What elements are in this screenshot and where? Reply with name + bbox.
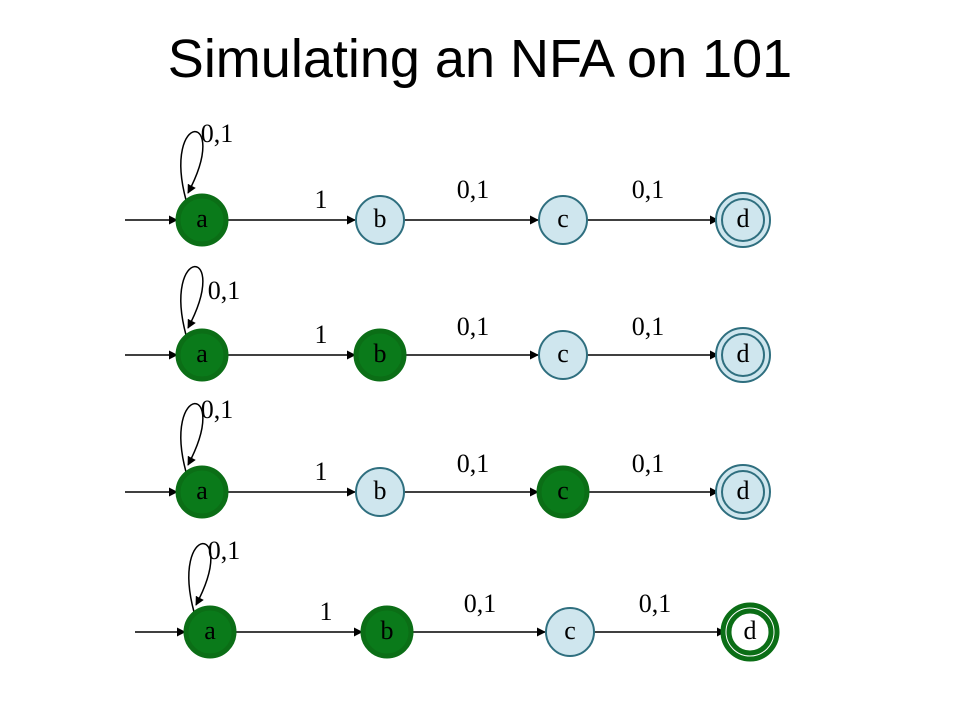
state-circle	[183, 605, 237, 659]
transition-label: 0,1	[632, 175, 665, 204]
state-label: d	[737, 339, 750, 368]
state-c: c	[538, 195, 588, 245]
self-loop-edge	[180, 402, 204, 473]
state-b: b	[360, 605, 414, 659]
state-label: c	[564, 616, 576, 645]
state-label: a	[196, 476, 208, 505]
state-circle	[355, 467, 405, 517]
state-circle	[175, 465, 229, 519]
transition-label: 1	[315, 185, 328, 214]
state-circle	[353, 328, 407, 382]
nfa-row-2: 0,1 1 0,1 0,1 a b c d	[125, 265, 771, 383]
state-label: c	[557, 204, 569, 233]
state-label: b	[374, 204, 387, 233]
page-title: Simulating an NFA on 101	[167, 29, 793, 89]
state-d: d	[715, 192, 771, 248]
state-circle	[545, 607, 595, 657]
state-d: d	[720, 602, 780, 662]
self-loop-label: 0,1	[201, 119, 234, 148]
state-c: c	[545, 607, 595, 657]
transition-label: 0,1	[464, 589, 497, 618]
transition-label: 0,1	[457, 312, 490, 341]
state-label: a	[196, 204, 208, 233]
state-a: a	[175, 465, 229, 519]
state-circle	[360, 605, 414, 659]
state-circle	[721, 333, 765, 377]
state-circle	[538, 330, 588, 380]
self-loop-edge	[188, 542, 212, 613]
transition-label: 1	[320, 597, 333, 626]
state-c: c	[536, 465, 590, 519]
self-loop-label: 0,1	[201, 395, 234, 424]
self-loop-edge	[180, 265, 204, 336]
transition-label: 0,1	[632, 449, 665, 478]
self-loop-edge	[180, 130, 204, 201]
transition-label: 0,1	[457, 449, 490, 478]
state-d: d	[715, 327, 771, 383]
state-circle	[726, 608, 774, 656]
state-label: c	[557, 476, 569, 505]
state-circle	[721, 198, 765, 242]
state-label: b	[381, 616, 394, 645]
state-a: a	[183, 605, 237, 659]
state-a: a	[175, 193, 229, 247]
state-c: c	[538, 330, 588, 380]
state-label: d	[744, 616, 757, 645]
state-label: a	[204, 616, 216, 645]
state-b: b	[353, 328, 407, 382]
state-a: a	[175, 328, 229, 382]
state-b: b	[355, 467, 405, 517]
transition-label: 0,1	[639, 589, 672, 618]
state-circle	[175, 193, 229, 247]
state-circle	[355, 195, 405, 245]
transition-label: 1	[315, 320, 328, 349]
state-label: b	[374, 339, 387, 368]
transition-label: 0,1	[457, 175, 490, 204]
state-label: d	[737, 476, 750, 505]
state-circle	[175, 328, 229, 382]
nfa-row-4: 0,1 1 0,1 0,1 a b c d	[135, 536, 780, 662]
state-circle	[536, 465, 590, 519]
nfa-row-1: 0,1 1 0,1 0,1 a b c d	[125, 119, 771, 248]
state-b: b	[355, 195, 405, 245]
transition-label: 0,1	[632, 312, 665, 341]
transition-label: 1	[315, 457, 328, 486]
self-loop-label: 0,1	[208, 276, 241, 305]
state-label: b	[374, 476, 387, 505]
state-circle	[538, 195, 588, 245]
state-label: a	[196, 339, 208, 368]
state-label: c	[557, 339, 569, 368]
state-label: d	[737, 204, 750, 233]
state-circle	[721, 470, 765, 514]
state-d: d	[715, 464, 771, 520]
nfa-row-3: 0,1 1 0,1 0,1 a b c d	[125, 395, 771, 520]
self-loop-label: 0,1	[208, 536, 241, 565]
